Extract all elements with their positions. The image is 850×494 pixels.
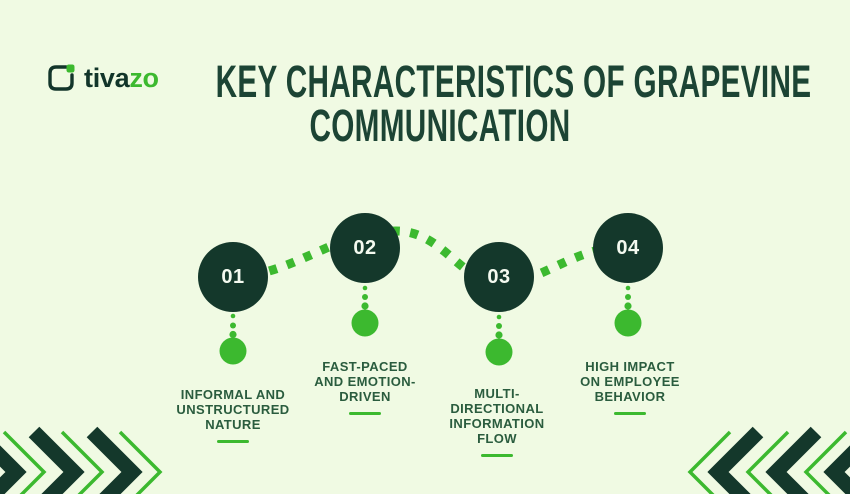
chevrons-bottom-right-icon [687,426,850,494]
step-label-01-text: INFORMAL AND UNSTRUCTURED NATURE [176,387,290,432]
step-label-03-text: MULTI- DIRECTIONAL INFORMATION FLOW [449,386,545,446]
step1-node-dot [219,337,247,365]
step-number-03: 03 [487,265,511,288]
logo-text-accent: zo [129,63,159,93]
step-label-02: FAST-PACED AND EMOTION- DRIVEN [280,344,450,430]
step1-connector-dots [219,313,247,365]
logo-text: tivazo [84,62,159,94]
step-label-02-text: FAST-PACED AND EMOTION- DRIVEN [314,359,416,404]
step-label-04-text: HIGH IMPACT ON EMPLOYEE BEHAVIOR [580,359,680,404]
step-label-01: INFORMAL AND UNSTRUCTURED NATURE [148,372,318,458]
step-label-03: MULTI- DIRECTIONAL INFORMATION FLOW [412,371,582,472]
step-number-02: 02 [353,236,377,259]
logo-text-primary: tiva [84,63,130,93]
step-circle-01: 01 [198,242,268,312]
step-label-01-underline [217,440,249,443]
step3-node-dot [485,338,513,366]
step-circle-02: 02 [330,213,400,283]
step-circle-03: 03 [464,242,534,312]
wave-dotted-connector [232,226,633,288]
title-line-1: KEY CHARACTERISTICS OF GRAPEVINE [215,56,812,107]
brand-logo: tivazo [45,62,159,94]
step-label-04: HIGH IMPACT ON EMPLOYEE BEHAVIOR [545,344,715,430]
step-label-04-underline [614,412,646,415]
title-line-2: COMMUNICATION [309,100,571,151]
page-title: KEY CHARACTERISTICS OF GRAPEVINE COMMUNI… [100,56,812,151]
step4-connector-dots [614,285,642,337]
step-number-01: 01 [221,265,245,288]
step-circle-04: 04 [593,213,663,283]
step2-node-dot [351,309,379,337]
step-number-04: 04 [616,236,640,259]
step2-connector-dots [351,285,379,337]
step3-connector-dots [485,314,513,366]
step-label-03-underline [481,454,513,457]
step-label-02-underline [349,412,381,415]
chevrons-bottom-left-icon [0,426,163,494]
tivazo-logo-icon [48,64,75,91]
step4-node-dot [614,309,642,337]
